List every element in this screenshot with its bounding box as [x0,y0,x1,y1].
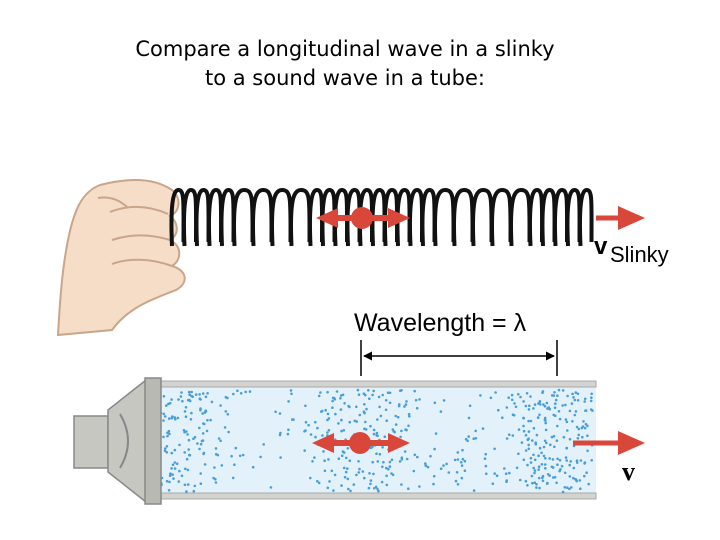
slinky-loop [182,187,199,247]
slinky-loop [509,187,532,247]
slinky-loop [471,187,494,247]
slinky-loop [578,187,594,247]
slinky-loop [289,187,312,247]
slinky-loop [219,187,236,247]
slinky-loop [553,187,570,247]
slinky-velocity-arrowhead [618,206,645,230]
wavelength-label: Wavelength = λ [354,309,527,337]
slinky-velocity-arrow [596,206,645,230]
slinky-loop [232,187,255,247]
slinky-arrow-right [388,208,410,228]
slinky-loop [452,187,475,247]
tube-arrow-left [312,433,334,453]
slinky-particle [351,207,373,229]
slinky-coil [169,187,594,247]
slinky-velocity-symbol: v [594,233,608,260]
tube-oscillation-arrow [312,432,410,454]
slinky-loop [270,187,293,247]
tube-velocity-arrow [573,431,645,455]
hand-icon [56,179,186,337]
slinky-loop [540,187,557,247]
tube-arrow-right [388,433,410,453]
tube-velocity-arrowhead [618,431,645,455]
slinky-loop [207,187,224,247]
slinky-arrow-left [316,208,338,228]
tube-particle [349,432,371,454]
tube-velocity-symbol: v [622,457,635,486]
wavelength-dimension [360,340,558,376]
slinky-oscillation-arrow [316,207,410,229]
title-line-1: Compare a longitudinal wave in a slinky [135,37,555,61]
slinky-loop [528,187,545,247]
slinky-loop [194,187,211,247]
title-line-2: to a sound wave in a tube: [204,66,485,90]
slinky-loop [565,187,582,247]
speaker-icon [73,377,162,505]
slinky-velocity-subscript: Slinky [610,242,669,267]
slinky-loop [408,187,425,247]
slinky-loop [420,187,437,247]
slinky-loop [433,187,456,247]
slinky-loop [490,187,513,247]
slinky-loop [251,187,274,247]
slide-title: Compare a longitudinal wave in a slinky … [40,35,650,93]
